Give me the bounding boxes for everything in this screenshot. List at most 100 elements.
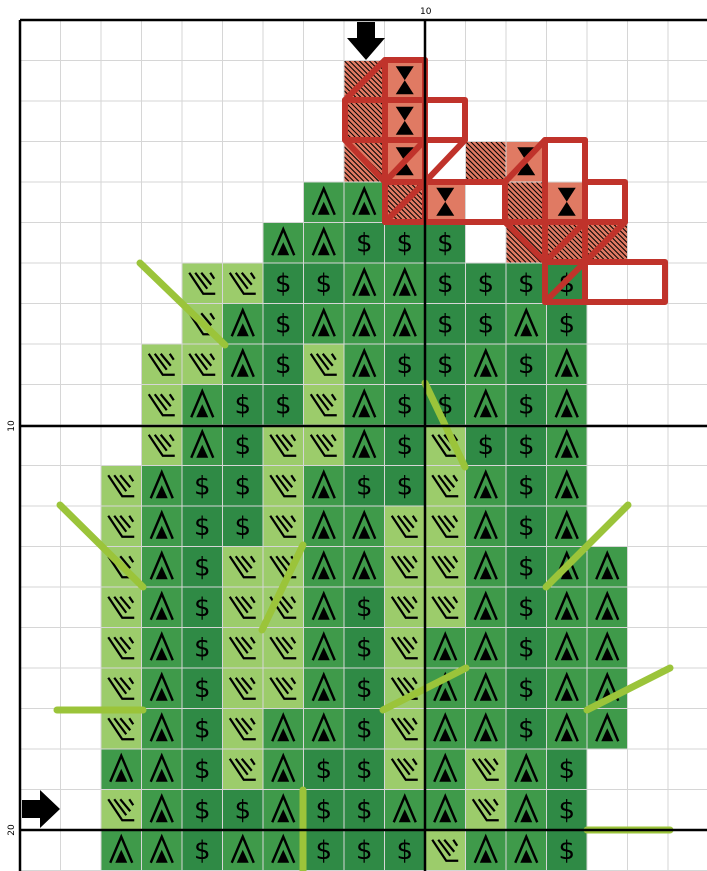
dollar-icon: $ xyxy=(315,269,332,299)
dollar-icon: $ xyxy=(518,714,535,744)
stitch-cell: $ xyxy=(182,830,223,871)
stitch-cell xyxy=(547,627,588,668)
stitch-cell xyxy=(587,708,628,749)
stitch-cell xyxy=(385,60,426,101)
stitch-cell xyxy=(466,708,507,749)
dollar-icon: $ xyxy=(356,795,373,825)
dollar-icon: $ xyxy=(194,714,211,744)
stitch-cell xyxy=(506,749,547,790)
stitch-cell xyxy=(142,546,183,587)
stitch-cell: $ xyxy=(466,263,507,304)
stitch-cell xyxy=(263,708,304,749)
stitch-cell xyxy=(142,506,183,547)
stitch-cell xyxy=(263,627,304,668)
stitch-cell xyxy=(344,344,385,385)
dollar-icon: $ xyxy=(396,836,413,866)
stitch-cell: $ xyxy=(547,830,588,871)
stitch-cell xyxy=(101,749,142,790)
stitch-cell xyxy=(263,222,304,263)
stitch-cell xyxy=(547,668,588,709)
dollar-icon: $ xyxy=(356,471,373,501)
stitch-cell xyxy=(142,587,183,628)
stitch-cell xyxy=(304,384,345,425)
arrow-down-icon xyxy=(347,22,385,60)
stitch-cell: $ xyxy=(182,789,223,830)
stitch-cell: $ xyxy=(506,587,547,628)
stitch-cell xyxy=(385,627,426,668)
dollar-icon: $ xyxy=(234,390,251,420)
stitch-cell xyxy=(466,789,507,830)
stitch-cell xyxy=(304,344,345,385)
dollar-icon: $ xyxy=(396,390,413,420)
stitch-cell: $ xyxy=(506,425,547,466)
stitch-cell: $ xyxy=(506,546,547,587)
stitch-cell xyxy=(304,587,345,628)
stitch-cell: $ xyxy=(385,425,426,466)
stitch-cell xyxy=(547,708,588,749)
stitch-cell xyxy=(425,789,466,830)
dollar-icon: $ xyxy=(275,390,292,420)
stitch-cell: $ xyxy=(385,222,426,263)
stitch-cell: $ xyxy=(344,830,385,871)
stitch-cell: $ xyxy=(182,506,223,547)
dollar-icon: $ xyxy=(356,836,373,866)
stitch-cell xyxy=(223,749,264,790)
dollar-icon: $ xyxy=(558,309,575,339)
stitch-cell: $ xyxy=(506,708,547,749)
dollar-icon: $ xyxy=(558,795,575,825)
stitch-cell xyxy=(344,182,385,223)
dollar-icon: $ xyxy=(275,269,292,299)
stitch-cell: $ xyxy=(506,506,547,547)
dollar-icon: $ xyxy=(518,512,535,542)
stitch-cell xyxy=(547,384,588,425)
stitch-cell xyxy=(587,587,628,628)
stitch-cell: $ xyxy=(506,344,547,385)
dollar-icon: $ xyxy=(437,269,454,299)
stitch-cell xyxy=(142,830,183,871)
stitch-cell xyxy=(547,425,588,466)
stitch-cell: $ xyxy=(466,303,507,344)
stitch-cell: $ xyxy=(223,506,264,547)
stitch-cell: $ xyxy=(385,830,426,871)
stitch-cell xyxy=(506,789,547,830)
dollar-icon: $ xyxy=(356,755,373,785)
stitch-cell: $ xyxy=(223,465,264,506)
left-axis-label-10: 10 xyxy=(7,420,17,432)
stitch-cell xyxy=(506,303,547,344)
dollar-icon: $ xyxy=(356,714,373,744)
stitch-cell xyxy=(182,425,223,466)
stitch-cell xyxy=(547,182,588,223)
stitch-cell xyxy=(304,546,345,587)
stitch-cell: $ xyxy=(547,789,588,830)
stitch-cell: $ xyxy=(182,668,223,709)
stitch-cell xyxy=(263,425,304,466)
stitch-cell: $ xyxy=(547,749,588,790)
stitch-cell xyxy=(142,344,183,385)
stitch-cell xyxy=(304,668,345,709)
stitch-cell: $ xyxy=(425,344,466,385)
stitch-cell: $ xyxy=(182,708,223,749)
stitch-cell: $ xyxy=(344,668,385,709)
stitch-cell xyxy=(425,627,466,668)
dollar-icon: $ xyxy=(518,431,535,461)
stitch-cell: $ xyxy=(506,465,547,506)
stitch-cell xyxy=(385,789,426,830)
stitch-cell xyxy=(304,465,345,506)
stitch-cell xyxy=(263,506,304,547)
stitch-cell xyxy=(101,668,142,709)
stitch-cell xyxy=(223,587,264,628)
stitch-cell: $ xyxy=(344,789,385,830)
dollar-icon: $ xyxy=(234,512,251,542)
stitch-cell xyxy=(182,344,223,385)
dollar-icon: $ xyxy=(518,552,535,582)
stitch-cell: $ xyxy=(344,587,385,628)
dollar-icon: $ xyxy=(275,350,292,380)
dollar-icon: $ xyxy=(477,431,494,461)
stitch-cell xyxy=(425,708,466,749)
stitch-cell: $ xyxy=(304,789,345,830)
stitch-cell xyxy=(466,830,507,871)
stitch-cell xyxy=(304,222,345,263)
stitch-cell xyxy=(223,546,264,587)
stitch-cell xyxy=(142,708,183,749)
dollar-icon: $ xyxy=(194,836,211,866)
